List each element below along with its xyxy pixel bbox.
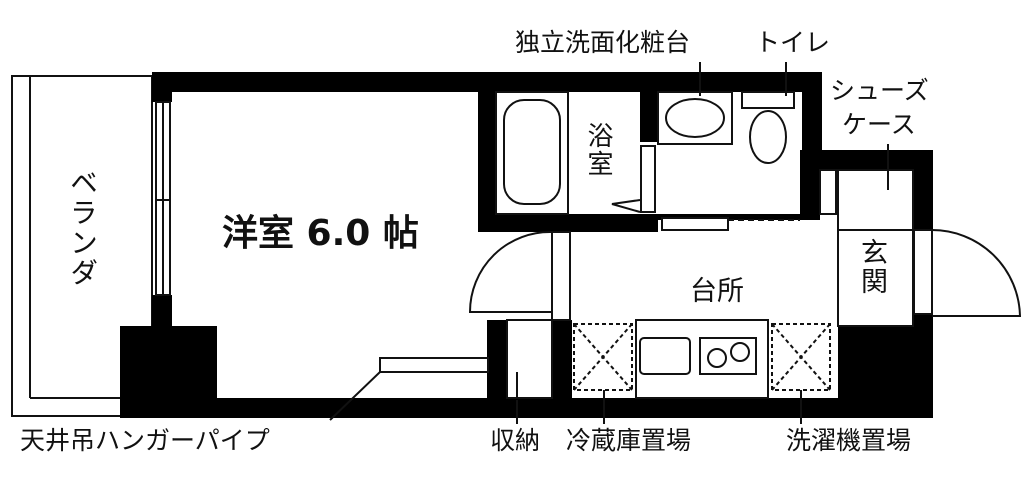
hanger-pipe xyxy=(379,357,489,373)
shoe-case-callout-line1: シューズ xyxy=(830,76,929,105)
toilet-callout: トイレ xyxy=(755,28,831,57)
vanity-basin xyxy=(657,91,733,145)
room-door xyxy=(468,230,571,321)
bathroom-door xyxy=(611,145,656,213)
hanger-pipe-callout: 天井吊ハンガーパイプ xyxy=(20,426,270,455)
entrance-door xyxy=(913,229,1022,317)
shoe-case-callout-line2: ケース xyxy=(842,110,916,139)
entrance-label: 玄関 xyxy=(856,238,887,296)
western-room-label: 洋室 6.0 帖 xyxy=(222,213,419,254)
washer-space-callout: 洗濯機置場 xyxy=(786,426,912,455)
callout-leaders xyxy=(329,62,889,424)
bathtub xyxy=(495,91,569,215)
interior-walls xyxy=(478,72,820,400)
vanity-callout: 独立洗面化粧台 xyxy=(515,28,691,57)
bathroom-label: 浴室 xyxy=(583,122,613,178)
outer-walls xyxy=(120,72,933,418)
washroom-threshold xyxy=(661,217,800,231)
kitchen-counter xyxy=(635,319,769,399)
veranda-window xyxy=(155,101,171,296)
toilet-fixture xyxy=(741,91,795,164)
fridge-space xyxy=(573,323,633,391)
storage-callout: 収納 xyxy=(490,426,541,455)
veranda-label: ベランダ xyxy=(66,168,99,288)
fridge-space-callout: 冷蔵庫置場 xyxy=(566,426,692,455)
storage-closet xyxy=(506,319,553,399)
kitchen-label: 台所 xyxy=(690,276,744,307)
washer-space xyxy=(771,323,831,391)
